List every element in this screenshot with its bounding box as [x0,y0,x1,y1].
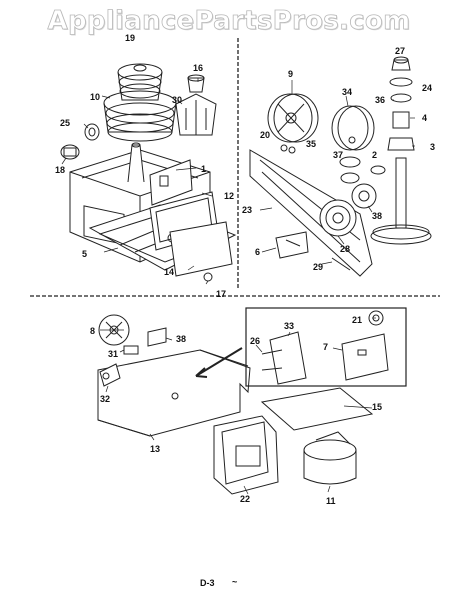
callout-15: 15 [372,402,383,412]
callout-7: 7 [323,342,329,352]
callout-31: 31 [108,349,119,359]
callout-36: 36 [375,95,386,105]
drive-wheel-9 [267,93,319,143]
callout-1: 1 [201,164,207,174]
callout-28: 28 [340,244,351,254]
label-plate-14 [169,221,233,277]
callout-38-bottom: 38 [176,334,187,344]
callout-34: 34 [342,87,353,97]
cover-panel-15 [260,387,374,431]
callout-9: 9 [288,69,294,79]
page-mark: ~ [232,577,238,587]
callout-26: 26 [250,336,261,346]
pulley-19 [103,63,177,142]
callout-13: 13 [150,444,161,454]
gear-stack-27 [387,56,415,151]
capacitor-32 [99,363,121,387]
callout-18: 18 [55,165,66,175]
center-post [127,142,145,183]
screw-20-35 [280,144,296,154]
washers-37 [339,156,386,184]
callout-14: 14 [164,267,175,277]
spur-gear-38 [351,183,377,209]
callout-4: 4 [422,113,428,123]
shaft-column [370,157,432,245]
callout-30: 30 [172,95,183,105]
callout-6: 6 [255,247,261,257]
callout-33: 33 [284,321,295,331]
callout-21: 21 [352,315,363,325]
switch-31 [123,345,139,355]
callout-12: 12 [224,191,235,201]
callout-24: 24 [422,83,433,93]
callout-17: 17 [216,289,227,299]
callout-5: 5 [82,249,88,259]
mount-bracket-1 [149,159,193,206]
callout-38-top: 38 [372,211,383,221]
cover-plate-7 [341,333,389,381]
motor-22 [213,415,279,495]
callout-23: 23 [242,205,253,215]
callout-3: 3 [430,142,436,152]
callout-11: 11 [326,496,336,506]
callout-10: 10 [90,92,101,102]
bracket-6 [275,231,309,259]
callout-8: 8 [90,326,96,336]
wiring-bracket-13 [97,349,251,437]
worm-gear-28 [319,199,357,237]
inset-box [195,307,407,387]
callout-22: 22 [240,494,251,504]
clip-18 [60,144,80,160]
callout-32: 32 [100,394,111,404]
knob-17 [203,272,213,282]
agitator-cap-16 [187,74,205,93]
page-code: D-3 [200,578,215,588]
motor-11 [303,431,357,485]
callout-2: 2 [372,150,378,160]
callout-25: 25 [60,118,71,128]
pin-29 [331,257,351,271]
callout-37: 37 [333,150,344,160]
callout-16: 16 [193,63,204,73]
blade-assembly-30 [175,93,217,136]
callout-29: 29 [313,262,324,272]
bushing-25 [84,123,100,141]
switch-plate-33 [261,331,307,385]
callout-27: 27 [395,46,406,56]
callout-19: 19 [125,33,136,43]
cam-34 [331,105,375,151]
callout-35: 35 [306,139,317,149]
clip-38-bottom [147,327,167,347]
callout-20: 20 [260,130,271,140]
watermark-logo: AppliancePartsPros.com [47,6,411,37]
